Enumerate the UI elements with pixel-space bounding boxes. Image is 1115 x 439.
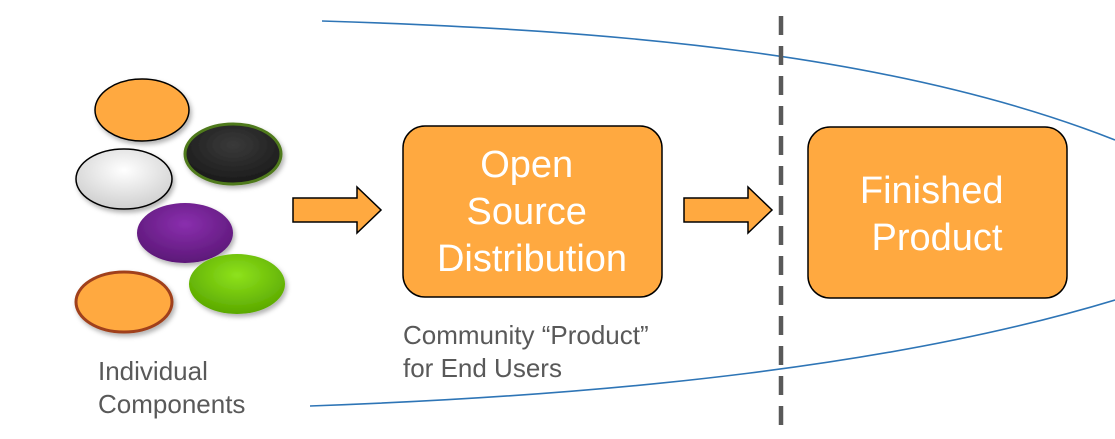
community-caption-line-2: for End Users — [403, 353, 562, 383]
component-orange-oval — [94, 78, 190, 142]
component-gray-oval — [75, 148, 173, 210]
distribution-line-1: Open — [480, 144, 573, 186]
community-caption: Community “Product” for End Users — [403, 320, 656, 383]
arrow-right-icon — [292, 185, 383, 235]
svg-text:Finished Product: Finished Product — [860, 170, 1014, 259]
distribution-line-3: Distribution — [437, 238, 627, 280]
finished-line-1: Finished — [860, 170, 1004, 212]
finished-product-box: Finished Product — [807, 126, 1068, 299]
component-black-oval — [183, 122, 283, 186]
svg-text:Open Source Distri: Open Source Distribution — [437, 144, 627, 280]
components-caption-line-2: Components — [98, 389, 245, 419]
finished-line-2: Product — [872, 217, 1003, 259]
component-green-oval — [189, 254, 285, 314]
community-caption-line-1: Community “Product” — [403, 320, 649, 350]
components-caption: Individual Components — [98, 356, 245, 419]
arrow-right-icon — [683, 185, 774, 235]
distribution-line-2: Source — [467, 191, 587, 233]
top-boundary-curve — [321, 20, 1115, 141]
component-ovals — [74, 78, 285, 334]
open-source-distribution-box: Open Source Distribution — [402, 125, 663, 298]
component-orange-alt-oval — [74, 270, 174, 334]
components-caption-line-1: Individual — [98, 356, 208, 386]
component-purple-oval — [137, 203, 233, 263]
bottom-boundary-curve — [309, 299, 1115, 407]
